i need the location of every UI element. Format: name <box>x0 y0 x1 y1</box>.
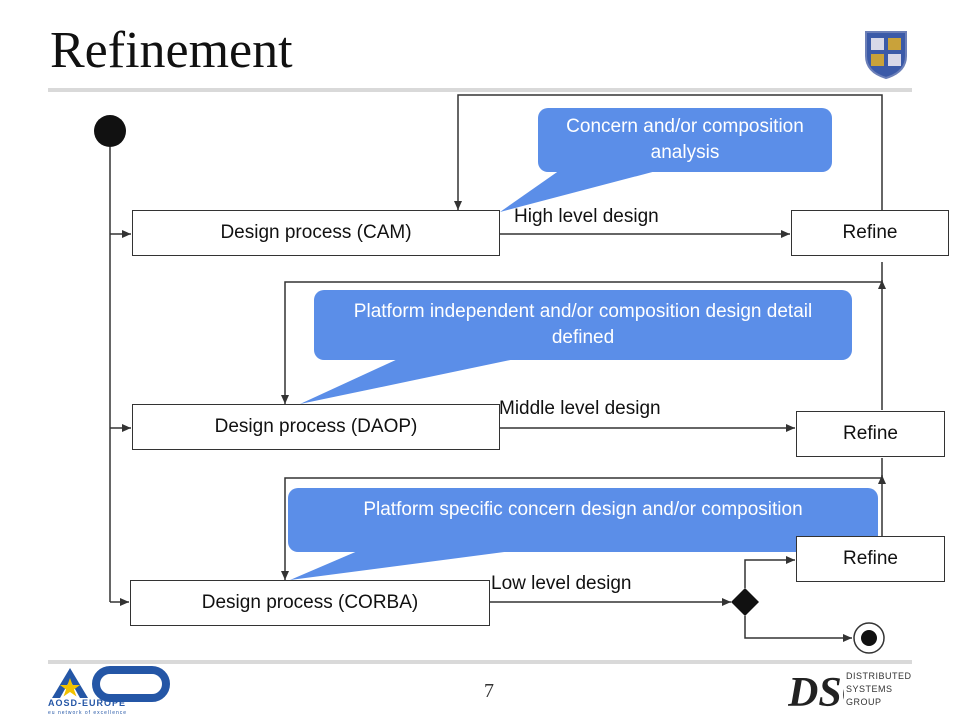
low-level-design-label: Low level design <box>491 573 632 594</box>
refine-loop-to-daop <box>281 262 883 404</box>
final-node-core <box>861 630 877 646</box>
aosd-tagline-text: eu network of excellence <box>48 710 128 716</box>
callout-2-text: Platform independent and/or composition … <box>353 301 813 348</box>
slide-title: Refinement <box>50 22 293 79</box>
initial-node <box>94 115 126 147</box>
callout-3-text: Platform specific concern design and/or … <box>363 499 803 520</box>
aosd-europe-logo-icon <box>52 666 170 702</box>
refine-box-lower[interactable]: Refine <box>796 536 945 582</box>
dsg-line-3: GROUP <box>846 697 882 707</box>
aosd-europe-text: AOSD-EUROPE <box>48 698 127 708</box>
refine-loop-to-corba <box>281 458 883 580</box>
callout-3 <box>288 488 878 580</box>
middle-level-design-label: Middle level design <box>499 398 661 419</box>
decision-node <box>731 588 759 616</box>
design-process-cam-box[interactable]: Design process (CAM) <box>132 210 500 256</box>
top-rule <box>48 88 912 92</box>
decision-to-refine-arrow <box>744 556 795 588</box>
refine-box-top[interactable]: Refine <box>791 210 949 256</box>
callout-2 <box>300 290 852 404</box>
callout-1-text: Concern and/or composition analysis <box>566 116 804 163</box>
refine-loop-to-cam <box>454 94 883 210</box>
dsg-logo-icon: DSG <box>788 670 844 712</box>
high-level-design-label: High level design <box>514 206 659 227</box>
svg-text:DSG: DSG <box>788 670 844 712</box>
university-crest-icon <box>865 31 907 80</box>
design-process-daop-box[interactable]: Design process (DAOP) <box>132 404 500 450</box>
page-number: 7 <box>484 680 494 702</box>
refine-box-middle[interactable]: Refine <box>796 411 945 457</box>
decision-to-final-arrow <box>744 616 852 642</box>
callout-1 <box>500 108 832 212</box>
dsg-line-1: DISTRIBUTED <box>846 671 912 681</box>
design-process-corba-box[interactable]: Design process (CORBA) <box>130 580 490 626</box>
bottom-rule <box>48 660 912 664</box>
dsg-line-2: SYSTEMS <box>846 684 893 694</box>
